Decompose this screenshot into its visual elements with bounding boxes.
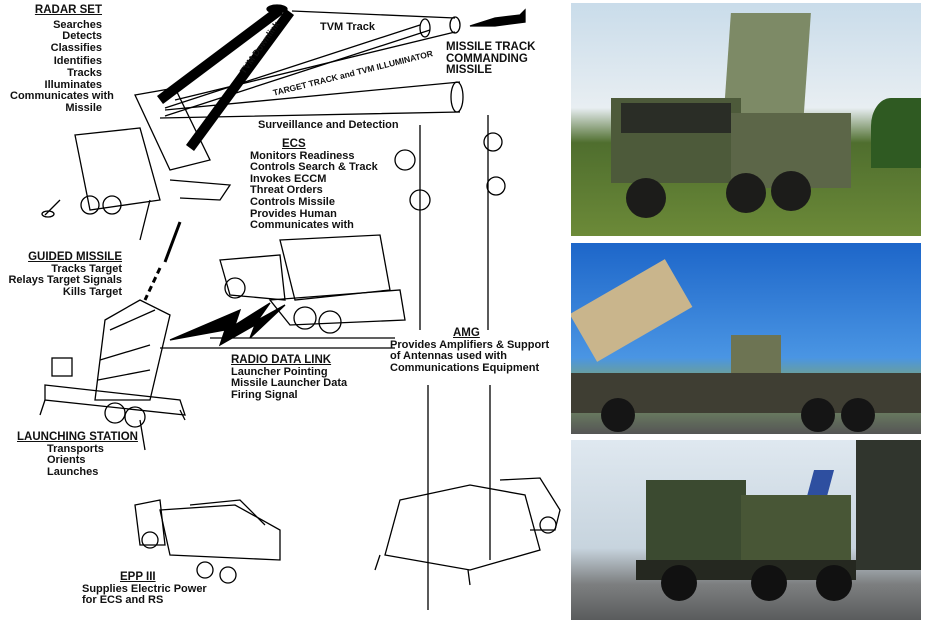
launching-station-title: LAUNCHING STATION xyxy=(17,431,138,443)
antenna-masts-drawing xyxy=(394,115,506,610)
radio-item: Launcher Pointing xyxy=(231,365,328,378)
amg-item: Provides Amplifiers & Support xyxy=(390,338,550,351)
radar-set-title: RADAR SET xyxy=(34,4,102,16)
photo-ecs-truck xyxy=(571,440,921,620)
amg-item: of Antennas used with xyxy=(390,350,507,363)
ecs-item: Controls Missile xyxy=(250,195,335,208)
radar-item: Searches xyxy=(53,18,102,31)
ecs-item: Monitors Readiness xyxy=(250,149,355,162)
radar-item: Illuminates xyxy=(44,78,102,91)
guided-missile-item: Tracks Target xyxy=(51,262,122,275)
amg-label: AMG Provides Amplifiers & Support of Ant… xyxy=(390,327,550,374)
tvm-downlink-beam xyxy=(157,6,283,104)
photo-radar-truck xyxy=(571,3,921,236)
radio-data-link-title: RADIO DATA LINK xyxy=(231,354,332,366)
epp-item: for ECS and RS xyxy=(82,594,164,607)
epp-item: Supplies Electric Power xyxy=(82,582,207,595)
ecs-item: Threat Orders xyxy=(250,184,323,197)
radio-data-link-label: RADIO DATA LINK Launcher Pointing Missil… xyxy=(231,354,348,401)
guided-missile-title: GUIDED MISSILE xyxy=(28,251,122,263)
ecs-truck-drawing xyxy=(219,234,406,334)
tvm-track-label: TVM Track xyxy=(320,21,376,33)
tvm-track-beam xyxy=(174,10,456,101)
missile-icon xyxy=(163,221,182,263)
launching-item: Transports xyxy=(47,442,104,455)
missile-track-label: MISSILE TRACK COMMANDING MISSILE xyxy=(446,41,536,77)
missile-track-line: MISSILE TRACK xyxy=(446,41,536,53)
launching-station-drawing xyxy=(39,299,186,451)
missile-track-line: COMMANDING xyxy=(446,52,528,65)
radio-item: Firing Signal xyxy=(231,388,298,401)
radar-item: Tracks xyxy=(67,66,102,79)
radar-item: Communicates with xyxy=(10,90,114,103)
radar-set-label: RADAR SET Searches Detects Classifies Id… xyxy=(10,4,114,114)
epp-truck-drawing xyxy=(134,499,281,584)
radio-link-lightning-icon xyxy=(169,302,286,347)
missile-track-line: MISSILE xyxy=(446,64,493,77)
radar-item: Identifies xyxy=(53,55,102,68)
amg-trailer-drawing xyxy=(374,477,561,586)
ecs-item: Provides Human xyxy=(250,207,337,220)
epp-title: EPP III xyxy=(120,571,156,583)
launching-item: Launches xyxy=(47,465,99,478)
guided-missile-label: GUIDED MISSILE Tracks Target Relays Targ… xyxy=(5,251,122,298)
epp-label: EPP III Supplies Electric Power for ECS … xyxy=(82,571,207,607)
ecs-item: Controls Search & Track xyxy=(250,161,378,174)
system-line-drawing xyxy=(39,4,561,610)
radar-set-drawing xyxy=(41,87,232,241)
amg-item: Communications Equipment xyxy=(390,361,540,374)
amg-title: AMG xyxy=(453,327,480,339)
ecs-item: Communicates with xyxy=(250,219,354,232)
jet-icon xyxy=(469,8,526,27)
radar-item: Detects xyxy=(62,30,102,43)
guided-missile-item: Relays Target Signals xyxy=(8,274,122,287)
ecs-label: ECS Monitors Readiness Controls Search &… xyxy=(250,138,378,232)
launching-item: Orients xyxy=(47,454,86,467)
ecs-item: Invokes ECCM xyxy=(250,172,327,185)
launching-station-label: LAUNCHING STATION Transports Orients Lau… xyxy=(17,431,138,478)
photo-launcher xyxy=(571,243,921,434)
guided-missile-item: Kills Target xyxy=(62,285,122,298)
radar-item: Missile xyxy=(65,101,102,114)
surveillance-label: Surveillance and Detection xyxy=(258,119,399,131)
radar-item: Classifies xyxy=(50,41,102,54)
radio-item: Missile Launcher Data xyxy=(231,377,348,390)
surveillance-beam xyxy=(159,81,461,119)
ecs-title: ECS xyxy=(282,138,306,150)
